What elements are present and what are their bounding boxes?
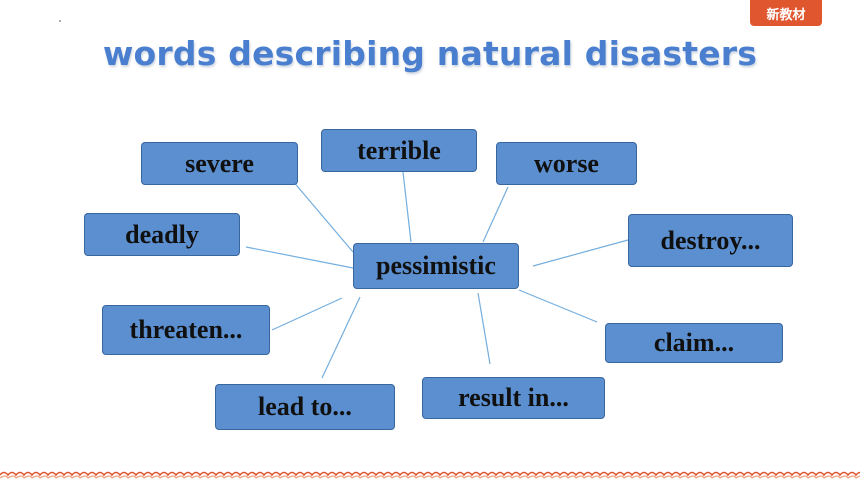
connector-terrible [402, 171, 412, 243]
connector-lead-to [321, 296, 361, 379]
node-severe: severe [141, 142, 298, 185]
connector-claim [518, 289, 598, 323]
node-lead-to: lead to... [215, 384, 395, 430]
node-result-in: result in... [422, 377, 605, 419]
connector-result-in [477, 292, 491, 365]
center-node-pessimistic: pessimistic [353, 243, 519, 289]
dot-mark [59, 20, 61, 22]
node-destroy: destroy... [628, 214, 793, 267]
connector-worse [482, 186, 509, 243]
connector-destroy [532, 239, 629, 267]
connector-severe [291, 179, 354, 253]
node-claim: claim... [605, 323, 783, 363]
wavy-border-decoration [0, 471, 860, 479]
connector-threaten [271, 297, 343, 331]
node-terrible: terrible [321, 129, 477, 172]
node-worse: worse [496, 142, 637, 185]
connector-deadly [245, 246, 354, 269]
node-deadly: deadly [84, 213, 240, 256]
slide-title: words describing natural disasters [102, 34, 758, 73]
new-textbook-badge: 新教材 [750, 0, 822, 26]
node-threaten: threaten... [102, 305, 270, 355]
